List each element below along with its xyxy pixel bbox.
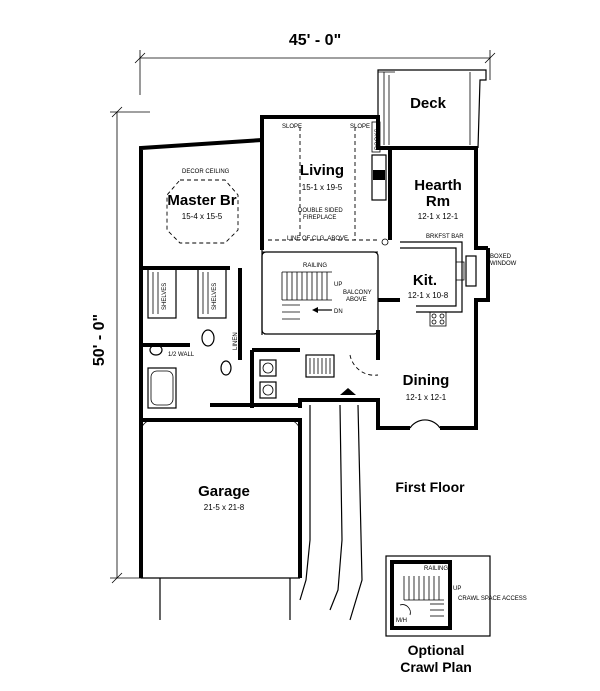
crawl-up-note: UP xyxy=(453,586,461,592)
boxed-window xyxy=(465,255,477,287)
kitchen-label: Kit. xyxy=(413,272,437,289)
depth-dimension-label: 50' - 0" xyxy=(91,314,108,366)
garage: Garage 21-5 x 21-8 xyxy=(140,419,301,620)
shelves-left-note: SHELVES xyxy=(162,283,168,310)
balcony-note-1: BALCONY xyxy=(343,290,372,296)
crawl-access-note: CRAWL SPACE ACCESS xyxy=(458,596,527,602)
deck-label: Deck xyxy=(410,95,447,112)
sink xyxy=(201,329,215,347)
dining-size: 12-1 x 12-1 xyxy=(406,393,447,402)
kitchen-size: 12-1 x 10-8 xyxy=(408,291,449,300)
dining-label: Dining xyxy=(403,372,450,389)
garage-label: Garage xyxy=(198,483,250,500)
toilet xyxy=(149,344,163,356)
slope-right-note: SLOPE xyxy=(350,124,370,130)
stair-treads xyxy=(281,271,332,320)
hearth-room-size: 12-1 x 12-1 xyxy=(418,212,459,221)
living-room: SLOPE SLOPE BOOKS Living 15-1 x 19-5 DOU… xyxy=(268,121,389,246)
ceiling-line-note: LINE OF CLG. ABOVE xyxy=(287,236,348,242)
floor-label: First Floor xyxy=(395,479,465,495)
fireplace-note-2: FIREPLACE xyxy=(303,215,336,221)
stairs-up-note: UP xyxy=(334,282,342,288)
books-note: BOOKS xyxy=(375,129,381,150)
garage-size: 21-5 x 21-8 xyxy=(204,503,245,512)
living-label: Living xyxy=(300,162,344,179)
breakfast-bar-note: BRKFST BAR xyxy=(426,234,464,240)
fireplace-note-1: DOUBLE SIDED xyxy=(298,208,343,214)
deck: Deck xyxy=(377,69,487,149)
master-bedroom-label: Master Br xyxy=(167,192,236,209)
crawl-mh-note: M/H xyxy=(396,618,407,624)
living-size: 15-1 x 19-5 xyxy=(302,183,343,192)
width-dimension: 45' - 0" xyxy=(134,32,496,95)
linen-note: LINEN xyxy=(233,332,239,350)
dining-room: Dining 12-1 x 12-1 xyxy=(403,372,450,429)
depth-dimension: 50' - 0" xyxy=(91,106,160,584)
optional-title-2: Crawl Plan xyxy=(400,659,472,675)
shelves-right-note: SHELVES xyxy=(212,283,218,310)
bathtub xyxy=(147,367,177,409)
front-entry xyxy=(299,354,379,621)
boxed-window-note-2: WINDOW xyxy=(490,261,517,267)
half-wall-note: 1/2 WALL xyxy=(168,352,195,358)
crawl-railing-note: RAILING xyxy=(424,566,448,572)
fireplace xyxy=(371,154,387,201)
width-dimension-label: 45' - 0" xyxy=(289,32,341,49)
kitchen: BOXED WINDOW Kit. 12-1 x 10-8 xyxy=(400,241,517,327)
master-bedroom: DECOR CEILING Master Br 15-4 x 15-5 SHEL… xyxy=(147,169,277,409)
stairs-dn-note: DN xyxy=(334,309,343,315)
railing-note: RAILING xyxy=(303,263,327,269)
hearth-room-label: Hearth xyxy=(414,177,462,194)
interior-walls xyxy=(141,140,400,408)
balcony-note-2: ABOVE xyxy=(346,297,367,303)
slope-left-note: SLOPE xyxy=(282,124,302,130)
optional-crawl-plan: RAILING UP CRAWL SPACE ACCESS M/H Option… xyxy=(385,555,527,675)
hearth-room: Hearth Rm 12-1 x 12-1 BRKFST BAR xyxy=(414,177,464,240)
staircase: RAILING UP BALCONY ABOVE DN xyxy=(261,251,379,335)
boxed-window-note-1: BOXED xyxy=(490,254,512,260)
optional-title-1: Optional xyxy=(408,642,465,658)
master-bedroom-size: 15-4 x 15-5 xyxy=(182,212,223,221)
hearth-room-label-2: Rm xyxy=(426,193,450,210)
decor-ceiling-note: DECOR CEILING xyxy=(182,169,230,175)
